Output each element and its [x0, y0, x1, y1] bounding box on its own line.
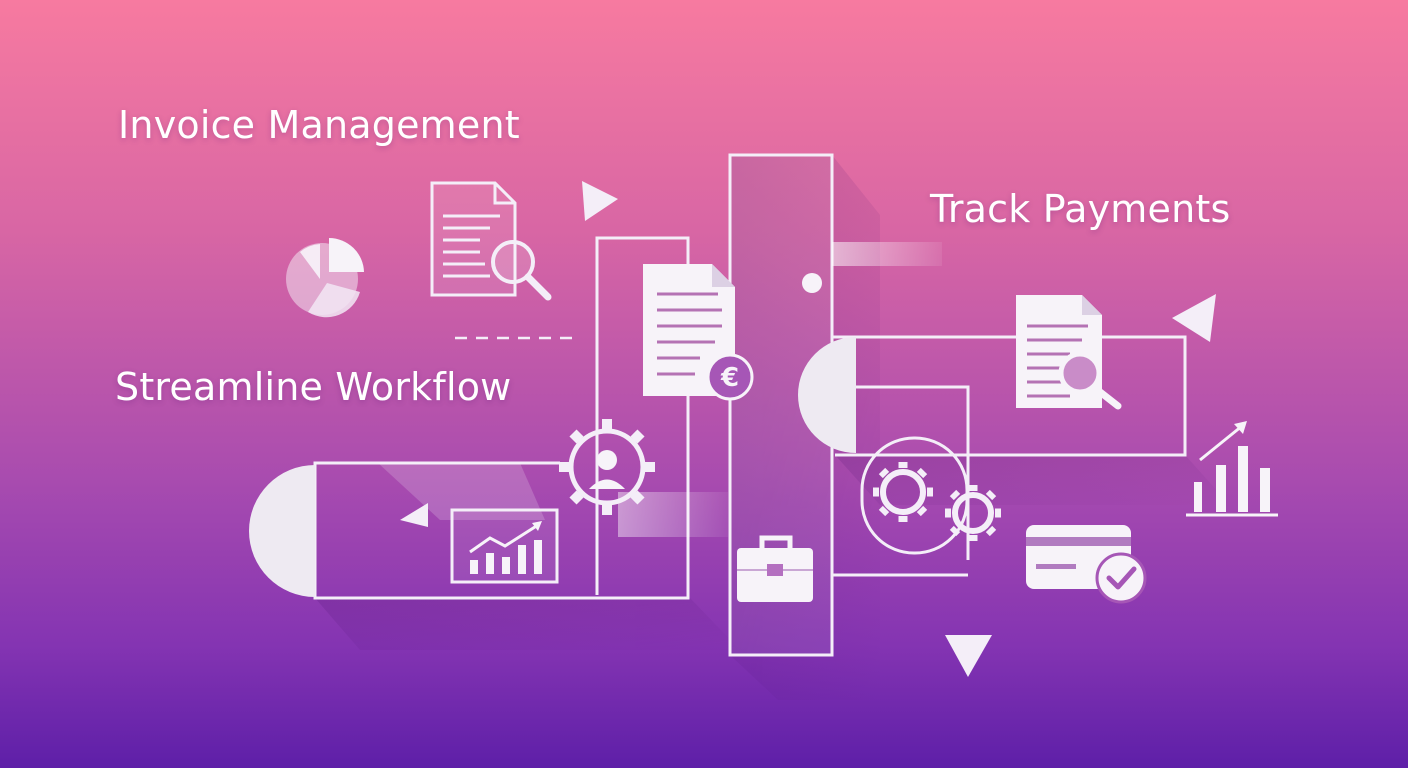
right-loop-path — [832, 335, 1187, 577]
semicircle-cap-left — [249, 465, 315, 597]
triangle-left — [400, 503, 428, 527]
briefcase-icon — [737, 535, 813, 602]
invoice-euro-icon: € — [643, 264, 754, 401]
credit-card-check-icon — [1026, 525, 1147, 604]
dot-marker — [802, 273, 822, 293]
triangle-top — [582, 181, 618, 221]
light-ray — [378, 463, 545, 520]
left-loop-path — [313, 236, 690, 600]
document-search-icon — [430, 181, 552, 301]
headline-invoice-management: Invoice Management — [118, 103, 520, 147]
headline-streamline-workflow: Streamline Workflow — [115, 365, 512, 409]
triangle-bottom — [945, 635, 992, 677]
gear-user-icon — [559, 419, 655, 515]
pie-chart-icon — [286, 237, 364, 318]
accent-bar-upper — [832, 242, 942, 266]
growth-chart-icon — [450, 508, 559, 584]
svg-text:€: € — [720, 363, 739, 393]
gears-icon — [860, 436, 1001, 555]
play-triangle-icon — [400, 181, 1216, 677]
triangle-right — [1172, 294, 1216, 342]
semicircle-cap-right — [798, 337, 856, 453]
document-search-icon — [1016, 295, 1122, 410]
headline-track-payments: Track Payments — [930, 187, 1231, 231]
bar-chart-arrow-icon — [1186, 421, 1278, 517]
